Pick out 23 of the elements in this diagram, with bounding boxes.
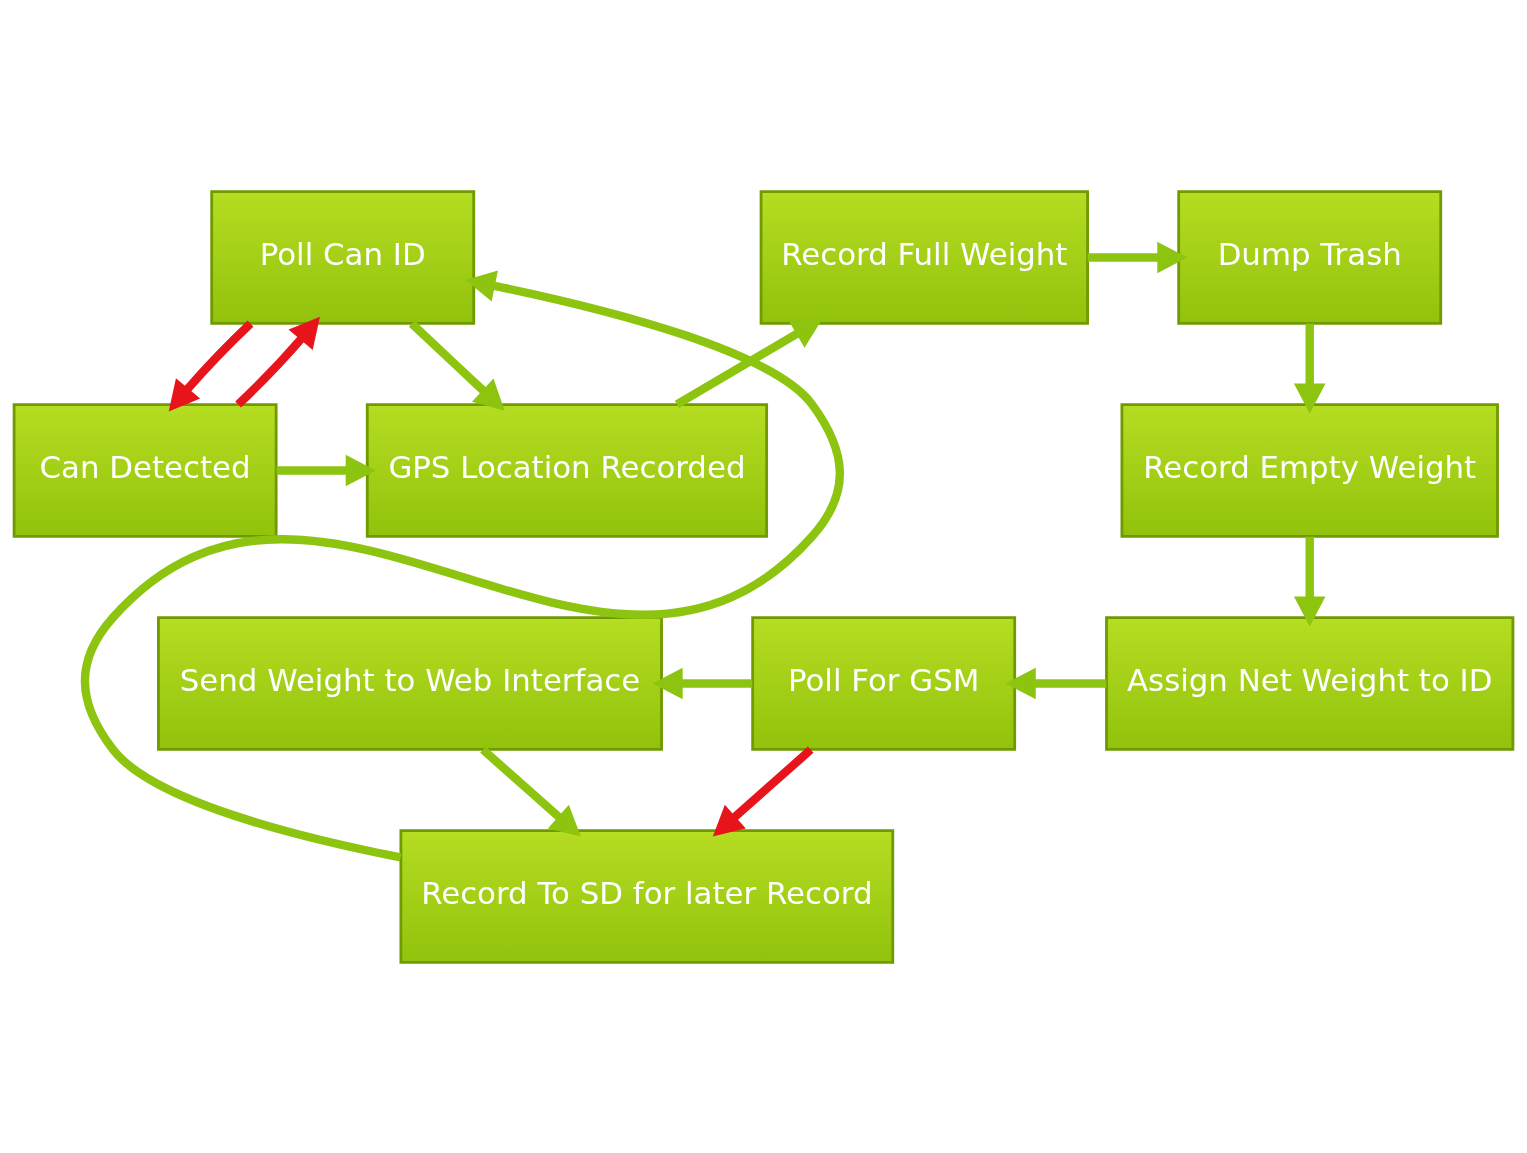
arrow — [1293, 323, 1326, 414]
arrow — [480, 746, 581, 837]
arrow — [276, 454, 376, 486]
arrow — [81, 270, 844, 862]
arrow — [1087, 241, 1188, 273]
node-box: GPS Location Recorded — [365, 402, 769, 538]
node-box: Poll Can ID — [210, 189, 476, 325]
arrow — [712, 746, 814, 837]
node-box: Send Weight to Web Interface — [157, 615, 663, 751]
arrow — [652, 667, 753, 699]
arrow — [674, 318, 823, 408]
node-box: Record Empty Weight — [1120, 402, 1499, 538]
node-box: Poll For GSM — [751, 615, 1017, 751]
arrow — [235, 316, 320, 408]
node-box: Dump Trash — [1177, 189, 1443, 325]
node-box: Record Full Weight — [759, 189, 1089, 325]
arrow — [408, 320, 505, 411]
node-box: Can Detected — [12, 402, 278, 538]
arrow — [168, 320, 254, 411]
arrow — [1005, 667, 1107, 699]
node-box: Record To SD for later Record — [399, 828, 895, 964]
arrow — [1293, 536, 1326, 627]
node-box: Assign Net Weight to ID — [1105, 615, 1515, 751]
